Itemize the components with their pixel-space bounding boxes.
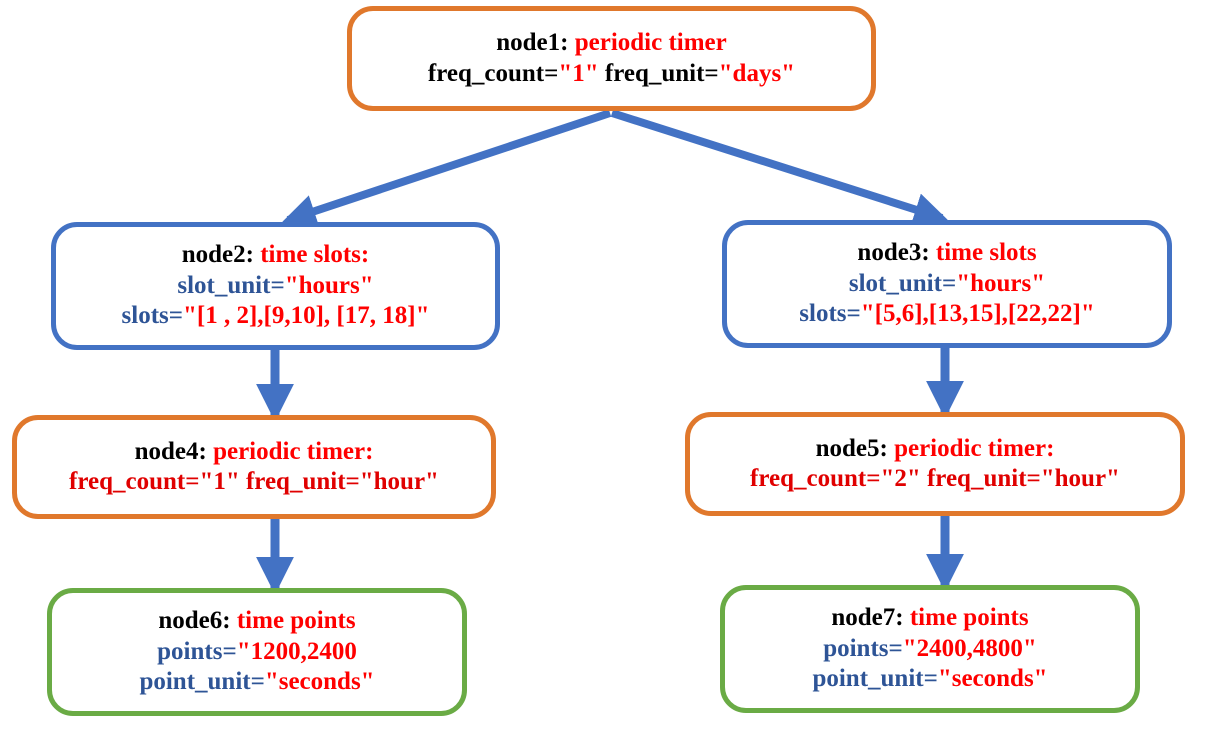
node6-line3: point_unit="seconds"	[139, 667, 374, 698]
node-node2[interactable]: node2: time slots: slot_unit="hours" slo…	[51, 222, 500, 350]
node3-attr-slot-unit: slot_unit=	[848, 269, 957, 297]
node4-line1: node4: periodic timer:	[135, 437, 374, 468]
node3-value-slots: "[5,6],[13,15],[22,22]"	[860, 300, 1095, 328]
node6-attr-points: points=	[157, 637, 237, 665]
node1-id: node1:	[496, 29, 569, 56]
node7-line1: node7: time points	[831, 603, 1028, 634]
node3-attr-slots: slots=	[799, 300, 861, 328]
node1-attr-freq-count: freq_count=	[427, 59, 559, 87]
node7-attr-point-unit: point_unit=	[812, 665, 938, 693]
node1-value-freq-count: "1"	[558, 59, 599, 87]
node1-attr-freq-unit: freq_unit=	[598, 59, 719, 87]
node3-line3: slots="[5,6],[13,15],[22,22]"	[799, 299, 1094, 330]
node2-id: node2:	[181, 241, 254, 269]
node6-kind: time points	[236, 607, 356, 635]
node2-line1: node2: time slots:	[182, 240, 369, 271]
node1-kind: periodic timer	[574, 29, 727, 56]
node-node4[interactable]: node4: periodic timer: freq_count="1" fr…	[12, 415, 496, 519]
node3-line1: node3: time slots	[857, 238, 1036, 269]
node6-line1: node6: time points	[158, 606, 355, 637]
node5-id: node5:	[815, 434, 888, 462]
node3-line2: slot_unit="hours"	[849, 269, 1045, 300]
node5-kind: periodic timer:	[894, 434, 1055, 462]
node5-line1: node5: periodic timer:	[816, 434, 1055, 465]
node6-attr-point-unit: point_unit=	[139, 668, 265, 696]
node-node5[interactable]: node5: periodic timer: freq_count="2" fr…	[685, 412, 1185, 516]
node6-line2: points="1200,2400	[157, 637, 357, 668]
node3-kind: time slots	[935, 239, 1037, 267]
node7-line3: point_unit="seconds"	[812, 664, 1047, 695]
node-node7[interactable]: node7: time points points="2400,4800" po…	[720, 585, 1140, 713]
node-node6[interactable]: node6: time points points="1200,2400 poi…	[47, 588, 467, 716]
node4-id: node4:	[134, 437, 207, 465]
node2-value-slot-unit: "hours"	[284, 271, 374, 299]
node4-kind: periodic timer:	[213, 437, 374, 465]
node3-id: node3:	[857, 239, 930, 267]
node3-value-slot-unit: "hours"	[956, 269, 1046, 297]
node1-value-freq-unit: "days"	[718, 59, 796, 87]
node7-id: node7:	[831, 604, 904, 632]
node7-line2: points="2400,4800"	[823, 634, 1037, 665]
node2-kind: time slots:	[260, 241, 370, 269]
node5-line2: freq_count="2" freq_unit="hour"	[750, 465, 1120, 492]
edge-node1-node3	[610, 109, 948, 226]
node-node3[interactable]: node3: time slots slot_unit="hours" slot…	[722, 220, 1172, 348]
node1-line1: node1: periodic timer	[496, 28, 727, 59]
node2-value-slots: "[1 , 2],[9,10], [17, 18]"	[183, 302, 430, 330]
node2-attr-slot-unit: slot_unit=	[177, 271, 285, 299]
node7-value-point-unit: "seconds"	[937, 665, 1048, 693]
node2-attr-slots: slots=	[121, 302, 183, 330]
node1-line2: freq_count="1" freq_unit="days"	[428, 59, 795, 90]
node6-id: node6:	[158, 607, 231, 635]
node-node1[interactable]: node1: periodic timer freq_count="1" fre…	[347, 6, 876, 111]
node7-kind: time points	[909, 604, 1029, 632]
node2-line3: slots="[1 , 2],[9,10], [17, 18]"	[122, 301, 430, 332]
node7-value-points: "2400,4800"	[902, 634, 1037, 662]
node7-attr-points: points=	[823, 634, 903, 662]
node6-value-points: "1200,2400	[236, 637, 357, 665]
node2-line2: slot_unit="hours"	[177, 271, 373, 302]
node6-value-point-unit: "seconds"	[264, 668, 375, 696]
node4-line2: freq_count="1" freq_unit="hour"	[69, 468, 439, 495]
edge-node1-node2	[282, 109, 612, 228]
